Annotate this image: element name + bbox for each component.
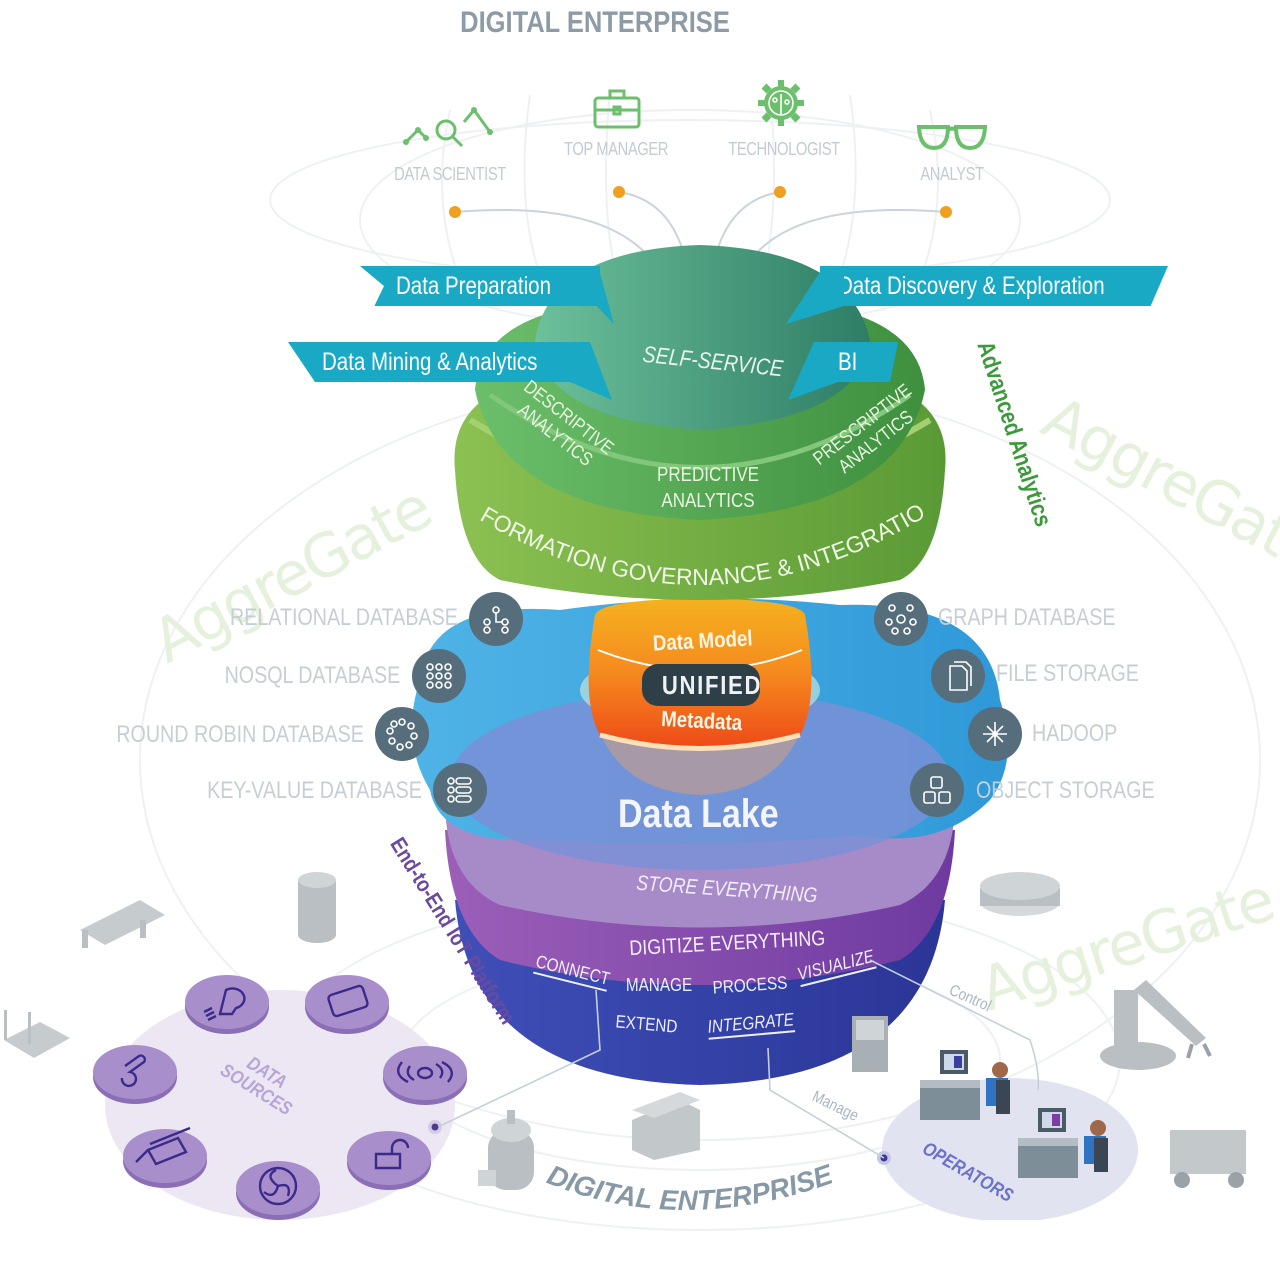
smartphone-icon — [327, 984, 369, 1018]
role-technologist: TECHNOLOGIST — [728, 139, 840, 159]
predictive-line-1: PREDICTIVE — [657, 464, 760, 486]
database-cylinder-icon — [298, 872, 336, 943]
operator-workstation-2 — [1018, 1108, 1108, 1178]
predictive-analytics-label: PREDICTIVE ANALYTICS — [657, 462, 759, 514]
wireless-sensor-icon — [396, 1060, 454, 1084]
role-data-scientist: DATA SCIENTIST — [394, 164, 506, 184]
data-sources-platform — [93, 975, 467, 1220]
role-analyst: ANALYST — [920, 164, 984, 184]
role-top-manager: TOP MANAGER — [563, 139, 669, 159]
lightbulb-icon — [203, 987, 246, 1022]
svg-text:DIGITAL ENTERPRISE: DIGITAL ENTERPRISE — [543, 1158, 837, 1216]
storage-label-round-robin: ROUND ROBIN DATABASE — [116, 721, 364, 748]
ribbon-data-preparation: Data Preparation — [360, 266, 600, 306]
forklift-icon — [1170, 1130, 1246, 1188]
fan-icon — [258, 1166, 298, 1206]
drill-icon — [135, 1126, 191, 1166]
factory-building-icon — [632, 1092, 700, 1160]
round-robin-database-icon — [375, 707, 429, 761]
ribbon-arrow — [570, 342, 612, 400]
operators-platform — [877, 1050, 1138, 1220]
ribbon-data-mining: Data Mining & Analytics — [288, 342, 588, 382]
predictive-line-2: ANALYTICS — [661, 490, 755, 512]
briefcase-icon — [593, 89, 641, 129]
footer-title-arc: DIGITAL ENTERPRISE — [543, 1158, 837, 1216]
ribbon-data-discovery: Data Discovery & Exploration — [820, 266, 1168, 306]
ribbon-arrow — [786, 266, 844, 324]
unified-badge — [642, 664, 760, 706]
governance-label-arc: INFORMATION GOVERNANCE & INTEGRATION — [460, 480, 929, 590]
storage-label-nosql: NOSQL DATABASE — [224, 662, 400, 689]
graph-database-icon — [874, 592, 928, 646]
footer-title: DIGITAL ENTERPRISE — [543, 1158, 837, 1216]
operator-workstation-1 — [920, 1050, 1010, 1120]
storage-label-object: OBJECT STORAGE — [976, 777, 1155, 804]
storage-label-hadoop: HADOOP — [1032, 720, 1118, 747]
ribbon-arrow — [788, 342, 838, 400]
server-rack-icon — [852, 1016, 888, 1072]
storage-label-graph: GRAPH DATABASE — [938, 604, 1116, 631]
glasses-icon — [916, 125, 988, 151]
self-service-dome — [535, 245, 870, 430]
header-title: DIGITAL ENTERPRISE — [460, 6, 730, 39]
ribbon-bi: BI — [832, 342, 898, 382]
conveyor-icon — [80, 900, 165, 948]
unified-label: UNIFIED — [661, 670, 763, 700]
tank-icon — [980, 872, 1060, 916]
thermometer-icon — [120, 1054, 147, 1088]
storage-label-relational: RELATIONAL DATABASE — [230, 604, 458, 631]
reactor-icon — [478, 1110, 534, 1190]
object-storage-icon — [910, 763, 964, 817]
data-scientist-icon — [403, 107, 493, 148]
action-manage: MANAGE — [625, 975, 693, 995]
key-value-database-icon — [433, 763, 487, 817]
storage-icon-circles — [375, 592, 1022, 817]
robot-arm-icon — [1100, 980, 1212, 1070]
data-lake-label: Data Lake — [618, 792, 779, 836]
padlock-icon — [374, 1138, 410, 1170]
file-storage-icon — [931, 649, 985, 703]
storage-label-file: FILE STORAGE — [996, 660, 1139, 687]
storage-label-key-value: KEY-VALUE DATABASE — [207, 777, 422, 804]
nosql-database-icon — [412, 649, 466, 703]
gear-circuit-icon — [758, 80, 804, 126]
ribbon-arrow — [558, 266, 614, 324]
router-icon — [4, 1010, 70, 1058]
